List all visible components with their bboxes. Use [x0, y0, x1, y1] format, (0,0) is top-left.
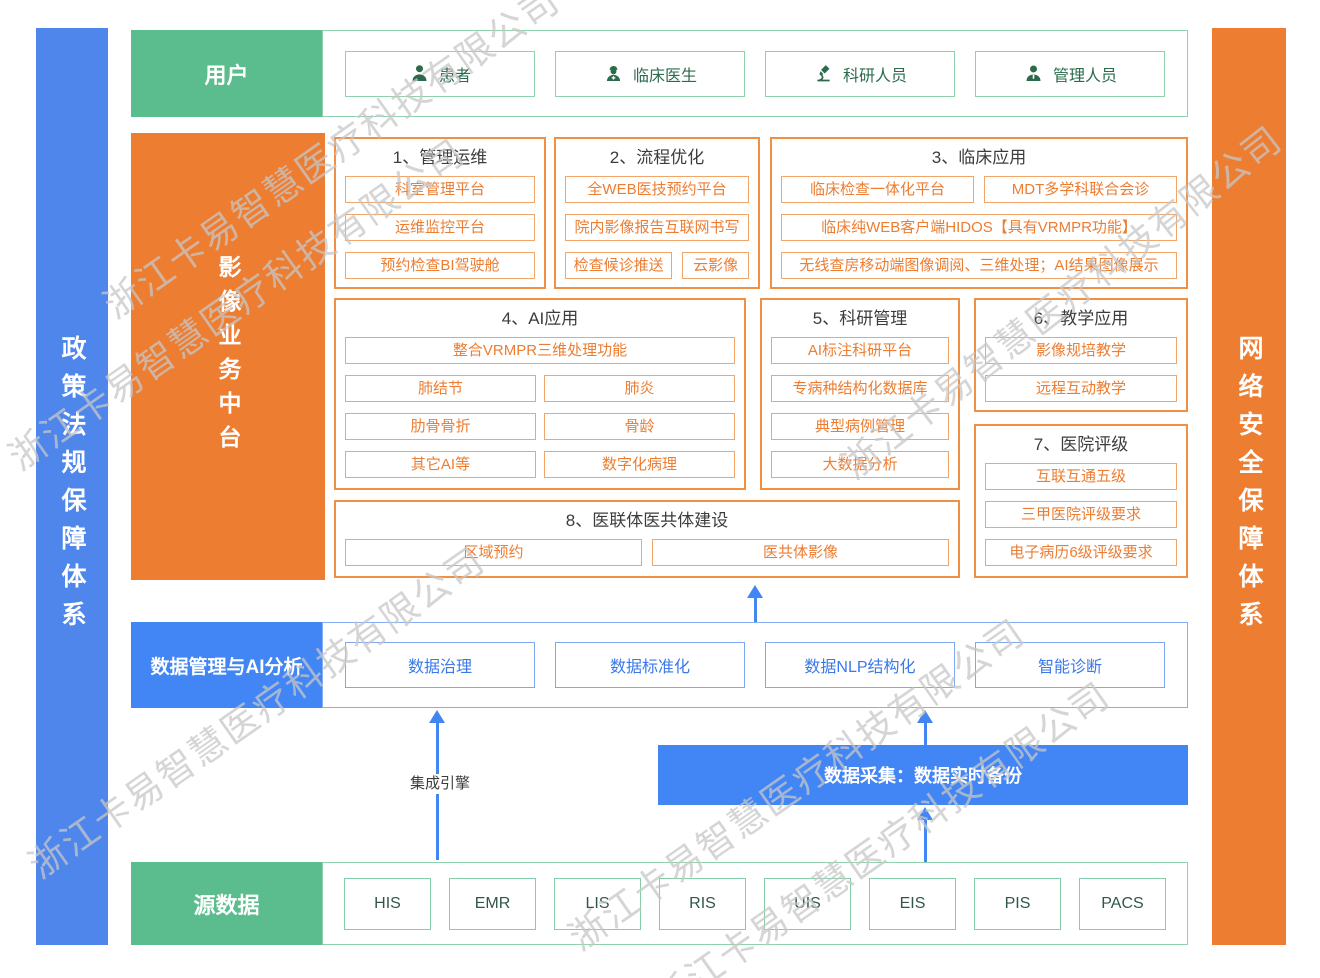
section-teaching-application: 6、教学应用 影像规培教学 远程互动教学 — [974, 298, 1188, 412]
policy-sidebar: 政策法规保障体系 — [36, 28, 108, 945]
source-data-row: 源数据 HIS EMR LIS RIS UIS EIS PIS PACS — [131, 862, 1188, 945]
platform-item: 骨龄 — [544, 413, 735, 440]
source-system-chip: UIS — [764, 877, 851, 930]
platform-item: AI标注科研平台 — [771, 337, 949, 364]
source-system-chip: EMR — [449, 877, 536, 930]
platform-item: 云影像 — [682, 252, 749, 279]
platform-item: 肺炎 — [544, 375, 735, 402]
platform-item: 肋骨骨折 — [345, 413, 536, 440]
section-medical-alliance: 8、医联体医共体建设 区域预约 医共体影像 — [334, 500, 960, 578]
section-process-optimization: 2、流程优化 全WEB医技预约平台 院内影像报告互联网书写 检查候诊推送 云影像 — [554, 137, 760, 289]
platform-item: 影像规培教学 — [985, 337, 1177, 364]
section-title: 2、流程优化 — [609, 148, 705, 167]
source-system-chip: LIS — [554, 877, 641, 930]
data-management-row-label: 数据管理与AI分析 — [131, 622, 322, 708]
section-clinical-application: 3、临床应用 临床检查一体化平台 MDT多学科联合会诊 临床纯WEB客户端HID… — [770, 137, 1188, 289]
platform-item: MDT多学科联合会诊 — [984, 176, 1177, 203]
users-row-label: 用户 — [131, 30, 322, 117]
platform-item: 整合VRMPR三维处理功能 — [345, 337, 735, 364]
platform-item: 远程互动教学 — [985, 375, 1177, 402]
data-mgmt-chip: 数据NLP结构化 — [765, 642, 955, 688]
platform-item: 院内影像报告互联网书写 — [565, 214, 749, 241]
data-mgmt-chip: 智能诊断 — [975, 642, 1165, 688]
data-management-row: 数据管理与AI分析 数据治理 数据标准化 数据NLP结构化 智能诊断 — [131, 622, 1188, 708]
arrow-up-icon — [747, 585, 763, 622]
platform-item: 无线查房移动端图像调阅、三维处理；AI结果图像展示 — [781, 252, 1177, 279]
platform-item: 专病种结构化数据库 — [771, 375, 949, 402]
platform-item: 全WEB医技预约平台 — [565, 176, 749, 203]
source-system-chip: PACS — [1079, 877, 1166, 930]
user-chip-label: 临床医生 — [632, 67, 697, 85]
microscope-icon — [817, 65, 830, 82]
admin-icon — [1026, 65, 1041, 81]
section-title: 8、医联体医共体建设 — [565, 511, 729, 530]
platform-item: 肺结节 — [345, 375, 536, 402]
doctor-icon — [606, 66, 621, 81]
platform-item: 区域预约 — [345, 539, 642, 566]
platform-item: 临床纯WEB客户端HIDOS【具有VRMPR功能】 — [781, 214, 1177, 241]
section-title: 7、医院评级 — [1033, 435, 1129, 454]
imaging-platform-content: 1、管理运维 科室管理平台 运维监控平台 预约检查BI驾驶舱 2、流程优化 全W… — [332, 133, 1188, 580]
user-chip-label: 患者 — [438, 67, 471, 85]
platform-item: 科室管理平台 — [345, 176, 535, 203]
source-system-chip: EIS — [869, 877, 956, 930]
platform-item: 其它AI等 — [345, 451, 536, 478]
platform-item: 检查候诊推送 — [565, 252, 673, 279]
platform-item: 大数据分析 — [771, 451, 949, 478]
section-research-management: 5、科研管理 AI标注科研平台 专病种结构化数据库 典型病例管理 大数据分析 — [760, 298, 960, 490]
platform-item: 典型病例管理 — [771, 413, 949, 440]
policy-sidebar-label: 政策法规保障体系 — [58, 334, 86, 639]
data-collection-box: 数据采集：数据实时备份 — [658, 745, 1188, 805]
user-chip-clinician: 临床医生 — [555, 50, 745, 97]
data-mgmt-chip: 数据标准化 — [555, 642, 745, 688]
user-chip-patient: 患者 — [345, 50, 535, 97]
imaging-platform-label: 影像业务中台 — [131, 133, 325, 580]
section-title: 3、临床应用 — [931, 148, 1027, 167]
platform-item: 电子病历6级评级要求 — [985, 539, 1177, 566]
data-mgmt-chip: 数据治理 — [345, 642, 535, 688]
source-system-chip: HIS — [344, 877, 431, 930]
users-row-body: 患者 临床医生 科研人员 — [322, 30, 1188, 117]
source-system-chip: PIS — [974, 877, 1061, 930]
platform-item: 预约检查BI驾驶舱 — [345, 252, 535, 279]
platform-item: 医共体影像 — [652, 539, 949, 566]
platform-item: 三甲医院评级要求 — [985, 501, 1177, 528]
user-chip-admin: 管理人员 — [975, 50, 1165, 97]
user-chip-researcher: 科研人员 — [765, 50, 955, 97]
imaging-platform-label-text: 影像业务中台 — [215, 254, 241, 459]
user-chip-label: 科研人员 — [842, 67, 907, 85]
network-security-sidebar: 网络安全保障体系 — [1212, 28, 1286, 945]
section-title: 1、管理运维 — [392, 148, 488, 167]
patient-icon — [412, 65, 427, 81]
data-management-row-body: 数据治理 数据标准化 数据NLP结构化 智能诊断 — [322, 622, 1188, 708]
integration-engine-label: 集成引擎 — [396, 774, 484, 794]
section-title: 5、科研管理 — [812, 309, 908, 328]
section-management-ops: 1、管理运维 科室管理平台 运维监控平台 预约检查BI驾驶舱 — [334, 137, 546, 289]
section-title: 6、教学应用 — [1033, 309, 1129, 328]
platform-item: 数字化病理 — [544, 451, 735, 478]
section-hospital-rating: 7、医院评级 互联互通五级 三甲医院评级要求 电子病历6级评级要求 — [974, 424, 1188, 578]
source-system-chip: RIS — [659, 877, 746, 930]
platform-item: 互联互通五级 — [985, 463, 1177, 490]
source-data-row-label: 源数据 — [131, 862, 322, 945]
arrow-up-icon — [917, 807, 933, 862]
arrow-up-icon — [917, 710, 933, 746]
user-chip-label: 管理人员 — [1052, 67, 1117, 85]
section-title: 4、AI应用 — [501, 309, 579, 328]
platform-item: 临床检查一体化平台 — [781, 176, 974, 203]
users-row: 用户 患者 临床医生 — [131, 30, 1188, 117]
platform-item: 运维监控平台 — [345, 214, 535, 241]
source-data-row-body: HIS EMR LIS RIS UIS EIS PIS PACS — [322, 862, 1188, 945]
network-security-sidebar-label: 网络安全保障体系 — [1235, 334, 1263, 639]
section-ai-application: 4、AI应用 整合VRMPR三维处理功能 肺结节 肺炎 肋骨骨折 骨龄 其它AI… — [334, 298, 746, 490]
